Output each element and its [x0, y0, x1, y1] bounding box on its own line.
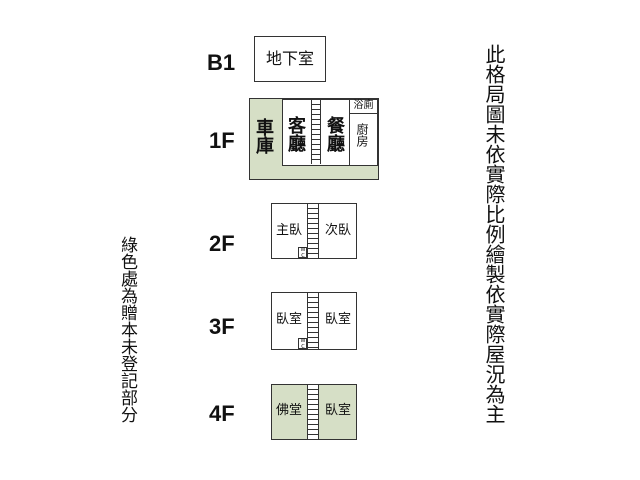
- floor-label-3f: 3F: [209, 314, 235, 339]
- 2f-wc: WC: [298, 246, 307, 259]
- room-3f-bedroom-right: 臥室: [324, 311, 351, 327]
- note-scale-disclaimer: 此格局圖未依實際比例繪製依實際屋況為主: [482, 44, 506, 424]
- b1-floor-plan: 地下室: [254, 36, 326, 82]
- 2f-stairs: [307, 204, 319, 258]
- floor-label-1f: 1F: [209, 128, 235, 153]
- room-living: 客廳: [285, 116, 306, 152]
- room-garage: 車庫: [253, 118, 274, 154]
- room-master-bedroom: 主臥: [275, 222, 302, 238]
- room-bath: 浴廁: [350, 99, 377, 114]
- 1f-kitchen-divider: [349, 99, 350, 166]
- room-basement: 地下室: [265, 48, 314, 68]
- floor-label-4f: 4F: [209, 401, 235, 426]
- 3f-wc: WC: [298, 337, 307, 350]
- 1f-stairs: [311, 100, 321, 164]
- room-shrine: 佛堂: [275, 402, 302, 418]
- room-4f-bedroom: 臥室: [324, 402, 351, 418]
- room-second-bedroom: 次臥: [324, 222, 351, 238]
- room-kitchen: 廚房: [355, 123, 369, 147]
- 3f-stairs: [307, 293, 319, 349]
- 1f-interior: [282, 99, 378, 166]
- note-unregistered: 綠色處為贈本未登記部分: [117, 236, 137, 423]
- 4f-stairs: [307, 385, 319, 439]
- room-3f-bedroom-left: 臥室: [275, 311, 302, 327]
- floor-label-b1: B1: [207, 50, 236, 75]
- room-dining: 餐廳: [324, 116, 345, 152]
- floor-label-2f: 2F: [209, 231, 235, 256]
- 4f-bedroom-area: [319, 385, 356, 439]
